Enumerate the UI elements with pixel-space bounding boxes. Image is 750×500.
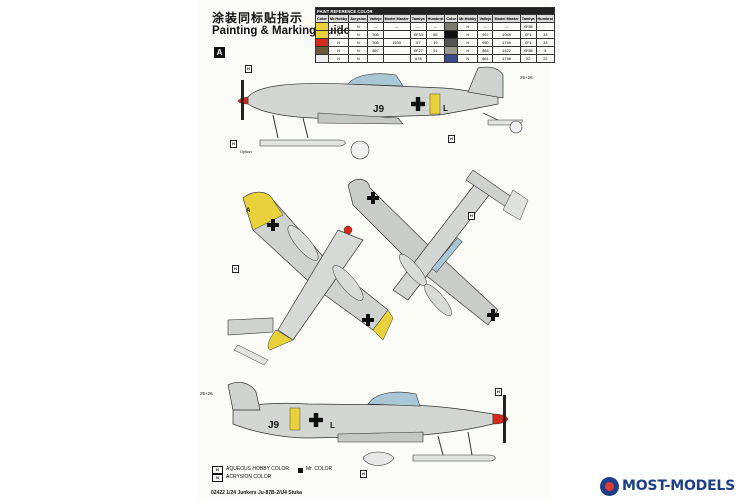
table-cell: A78	[409, 54, 427, 63]
watermark-text: MOST-MODELS	[622, 478, 736, 494]
scheme-badge: A	[214, 47, 225, 58]
mr-color-swatch	[297, 467, 303, 473]
legend-aqueous: AQUEOUS HOBBY COLOR	[226, 466, 289, 473]
paint-callout: H	[495, 388, 502, 396]
legend-acrysion: ACRYSION COLOR	[226, 474, 272, 481]
paint-callout: H	[232, 265, 239, 273]
fuselage-letter-top: L	[443, 104, 448, 113]
fuselage-letter-bottom: L	[330, 421, 335, 430]
table-cell: N	[457, 54, 479, 63]
legend-row: N ACRYSION COLOR	[212, 474, 332, 482]
wing-letter: A	[246, 208, 251, 214]
option-label: Option	[240, 149, 252, 154]
most-models-logo-icon	[600, 477, 619, 496]
view-label: 25+26	[200, 391, 213, 396]
side-view-bottom: J9 L 25+26	[200, 382, 509, 466]
watermark: MOST-MODELS	[600, 476, 746, 498]
table-cell: H	[327, 54, 350, 63]
table-cell: N	[348, 54, 369, 63]
aqueous-box: H	[212, 466, 223, 474]
side-view-top: J9 L Option 25+26	[237, 66, 533, 160]
legend-mr-color: Mr. COLOR	[305, 466, 333, 473]
lower-view: A	[227, 191, 394, 366]
legend-row: H AQUEOUS HOBBY COLOR Mr. COLOR	[212, 466, 332, 474]
fuselage-code-bottom: J9	[268, 420, 280, 431]
upper-view	[347, 169, 529, 326]
paint-reference-table: PAINT REFERENCE COLOR Color Mr.Hobby Acr…	[314, 7, 556, 63]
view-label: 25+26	[520, 75, 533, 80]
kit-line: 02422 1/24 Junkers Ju-87B-2/U4 Stuka	[211, 490, 302, 496]
table-cell: X2	[519, 54, 537, 63]
paint-callout: H	[245, 65, 252, 73]
fuselage-code-top: J9	[373, 104, 385, 115]
paint-callout: H	[468, 212, 475, 220]
table-cell: 22	[535, 54, 556, 63]
paint-callout: H	[360, 470, 367, 478]
aircraft-artwork: J9 L Option 25+26 A	[200, 66, 533, 466]
table-header-row: Color Mr.Hobby Acrysion Vallejo Model Ma…	[315, 14, 556, 23]
table-row: H N A78 N 861 1748 X2 22	[315, 54, 556, 63]
paint-callout: H	[448, 135, 455, 143]
color-legend: H AQUEOUS HOBBY COLOR Mr. COLOR N ACRYSI…	[212, 466, 332, 482]
table-cell: 1748	[492, 54, 521, 63]
table-row: H N 867 XF27 91 H 864 1422 XF85 5	[315, 46, 556, 55]
table-row: H N 306 1533 X7 19 H 950 1749 XF1 33	[315, 38, 556, 47]
acrysion-box: N	[212, 474, 223, 482]
paint-callout: H	[230, 140, 237, 148]
title-chinese: 涂装同标贴指示	[212, 11, 304, 25]
table-cell	[382, 54, 411, 63]
